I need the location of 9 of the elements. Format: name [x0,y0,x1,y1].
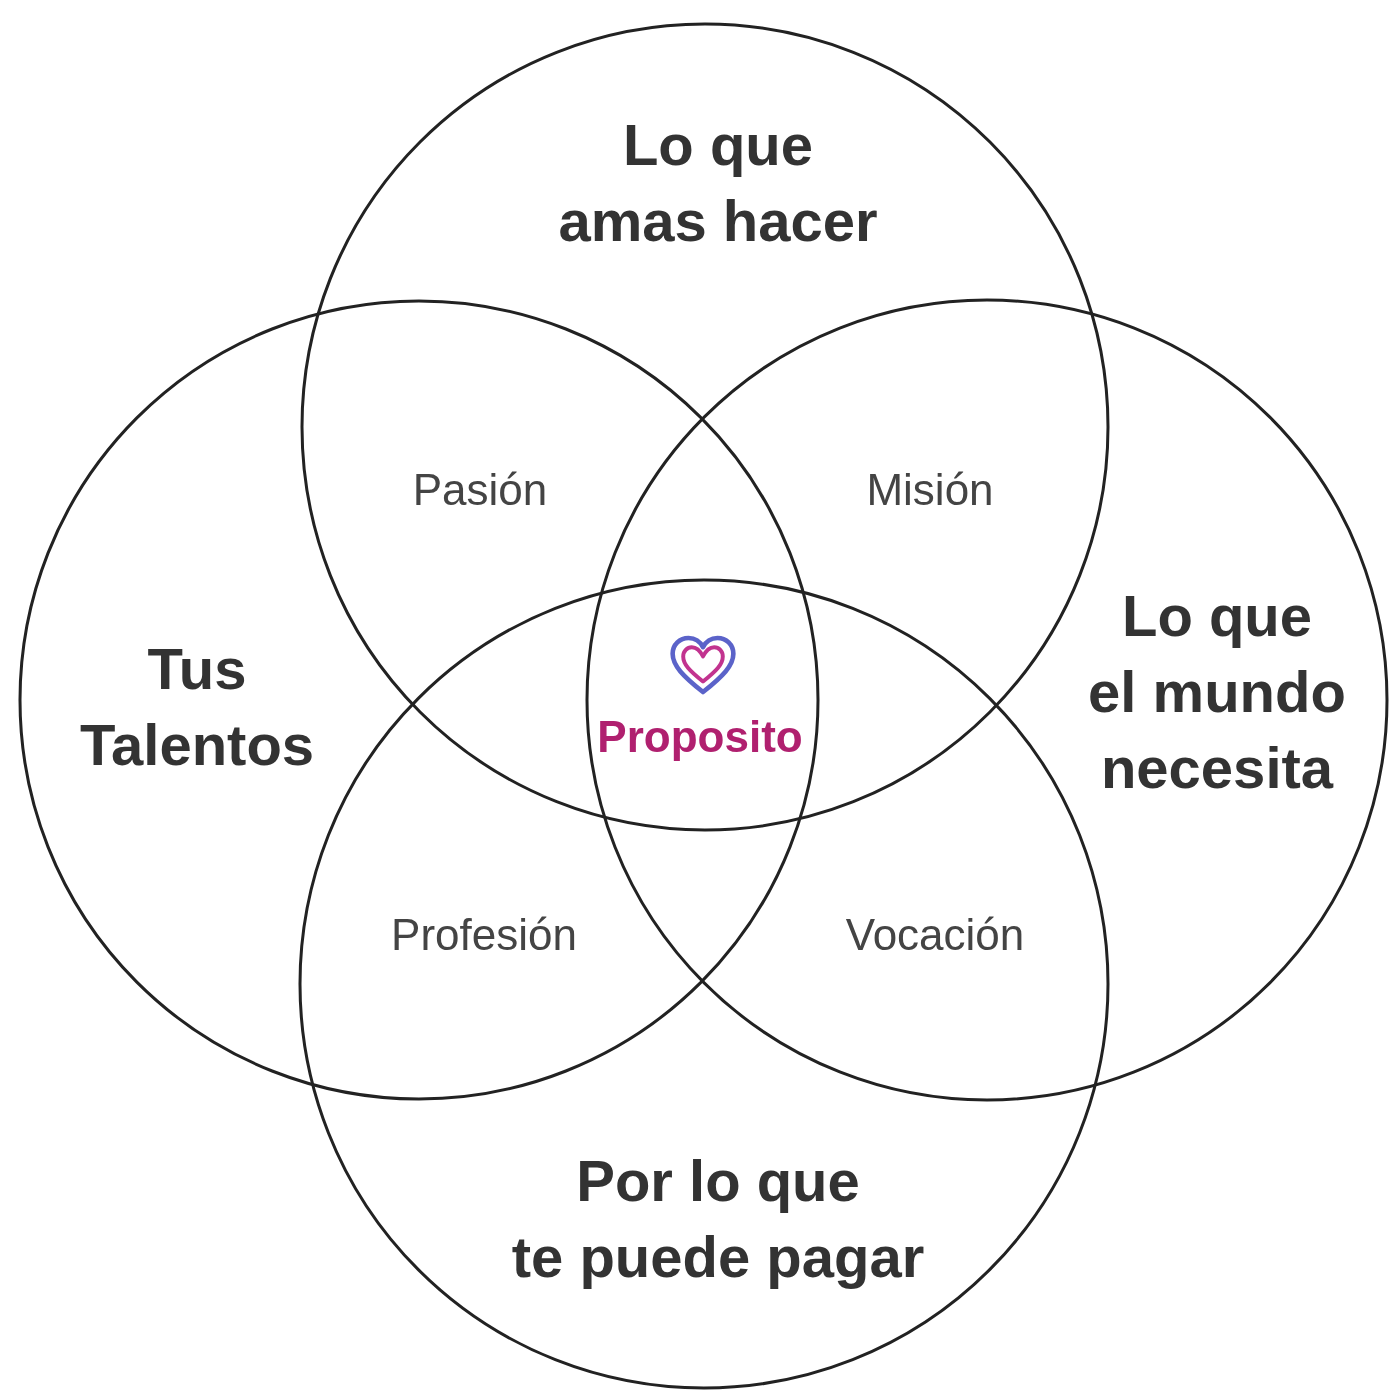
overlap-label: Pasión [412,464,548,516]
circle-title: Tus Talentos [79,635,315,779]
overlap-label: Vocación [845,909,1025,961]
overlap-label: Misión [866,464,994,516]
overlap-label: Profesión [391,909,577,961]
circle-title: Por lo que te puede pagar [511,1147,925,1291]
circle-title: Lo que el mundo necesita [1088,582,1346,802]
circle-title: Lo que amas hacer [558,111,878,255]
center-label: Proposito [597,711,803,763]
